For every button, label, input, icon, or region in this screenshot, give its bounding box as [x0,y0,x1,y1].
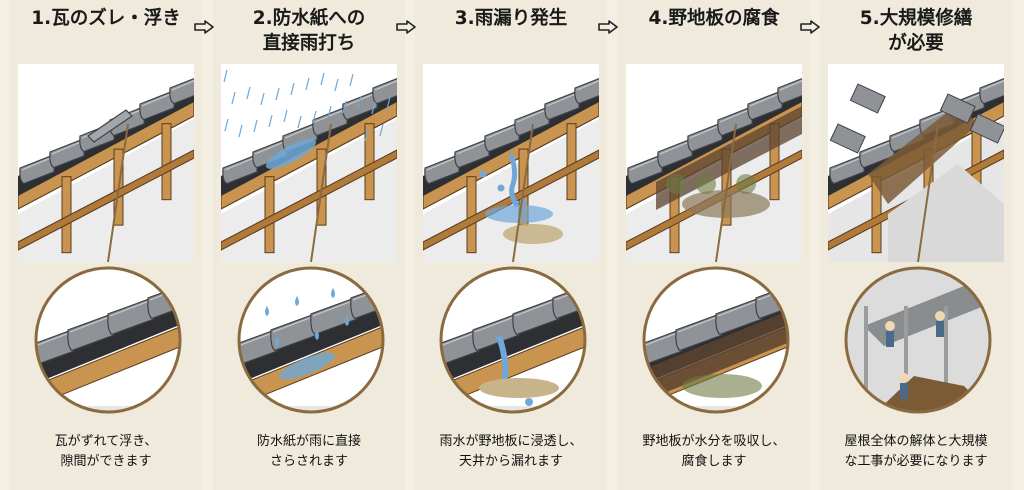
step-caption: 瓦がずれて浮き、隙間ができます [10,432,202,472]
roof-cross-section [828,64,1004,262]
step-panel-3: 3.雨漏り発生雨水が野地板に浸透し、天井から漏れます [415,0,607,490]
magnified-view [34,266,182,414]
zoom-detail [34,266,182,414]
roof-cross-section [221,64,397,262]
arrow-right-icon [800,20,820,34]
roof-illustration [423,64,599,262]
step-caption-line: 隙間ができます [60,454,152,469]
step-caption-line: な工事が必要になります [844,454,988,469]
step-caption-line: さらされます [269,454,348,469]
step-caption: 防水紙が雨に直接さらされます [213,432,405,472]
arrow-right-icon [598,20,618,34]
magnified-view [642,266,790,414]
zoom-detail [844,266,992,414]
magnified-view [237,266,385,414]
step-title-line: 3.雨漏り発生 [454,8,568,29]
step-title-line: 2.防水紙への [252,8,366,29]
step-caption-line: 野地板が水分を吸収し、 [642,434,786,449]
step-panel-2: 2.防水紙への直接雨打ち防水紙が雨に直接さらされます [213,0,405,490]
step-caption-line: 腐食します [681,454,747,469]
roof-illustration [221,64,397,262]
magnified-view [844,266,992,414]
step-title: 4.野地板の腐食 [618,6,810,31]
step-title: 5.大規模修繕が必要 [820,6,1012,56]
step-title: 3.雨漏り発生 [415,6,607,31]
roof-illustration [626,64,802,262]
magnified-view [439,266,587,414]
zoom-detail [642,266,790,414]
step-caption-line: 瓦がずれて浮き、 [54,434,158,449]
step-caption-line: 雨水が野地板に浸透し、 [439,434,583,449]
step-panel-1: 1.瓦のズレ・浮き瓦がずれて浮き、隙間ができます [10,0,202,490]
roof-illustration [18,64,194,262]
zoom-detail [439,266,587,414]
step-title-line: 1.瓦のズレ・浮き [31,8,181,29]
step-title-line: が必要 [888,33,944,54]
step-title: 2.防水紙への直接雨打ち [213,6,405,56]
roof-cross-section [423,64,599,262]
step-panel-5: 5.大規模修繕が必要屋根全体の解体と大規模な工事が必要になります [820,0,1012,490]
roof-illustration [828,64,1004,262]
step-title-line: 5.大規模修繕 [859,8,973,29]
step-caption-line: 屋根全体の解体と大規模 [844,434,988,449]
step-caption: 野地板が水分を吸収し、腐食します [618,432,810,472]
step-title-line: 4.野地板の腐食 [648,8,780,29]
zoom-detail [237,266,385,414]
step-title: 1.瓦のズレ・浮き [10,6,202,31]
arrow-right-icon [396,20,416,34]
step-caption: 雨水が野地板に浸透し、天井から漏れます [415,432,607,472]
roof-cross-section [18,64,194,262]
step-panel-4: 4.野地板の腐食野地板が水分を吸収し、腐食します [618,0,810,490]
arrow-right-icon [194,20,214,34]
roof-cross-section [626,64,802,262]
step-caption-line: 天井から漏れます [458,454,563,469]
step-caption: 屋根全体の解体と大規模な工事が必要になります [820,432,1012,472]
step-title-line: 直接雨打ち [262,33,356,54]
step-caption-line: 防水紙が雨に直接 [256,434,361,449]
